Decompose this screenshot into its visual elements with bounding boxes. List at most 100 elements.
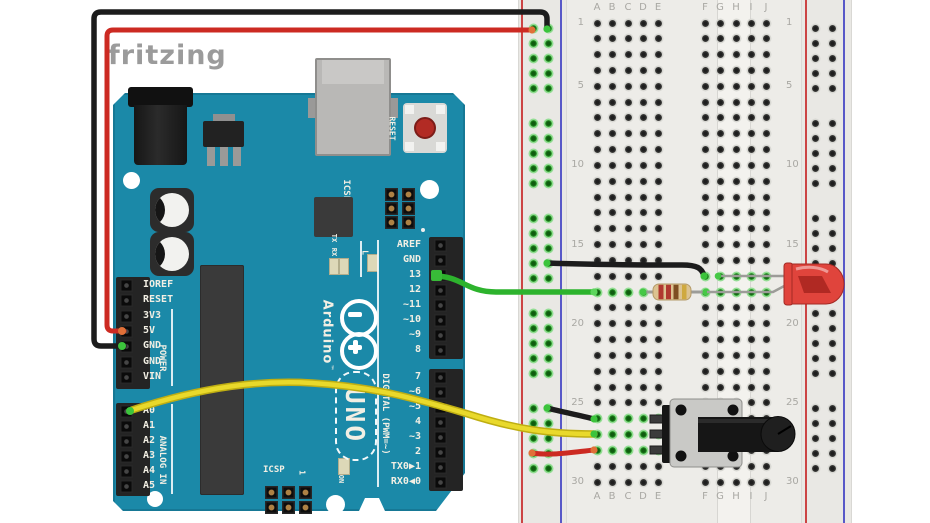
wire-black-rail-to-a26[interactable] [544,405,597,422]
breadboard-hole [716,177,724,185]
led[interactable] [707,262,845,306]
breadboard-hole-connected [544,69,552,77]
breadboard-hole [762,177,770,185]
breadboard-hole [747,367,755,375]
potentiometer[interactable] [649,398,796,468]
header-pin[interactable] [434,253,447,267]
reset-button-cap[interactable] [414,117,436,139]
header-pin[interactable] [385,188,398,201]
breadboard-hole [654,98,662,106]
breadboard-hole [593,209,601,217]
header-pin[interactable] [120,464,133,478]
header-pin[interactable] [120,309,133,323]
breadboard-hole [747,193,755,201]
breadboard-hole [828,259,836,267]
header-pin[interactable] [120,449,133,463]
header-pin[interactable] [434,415,447,429]
header-pin[interactable] [120,419,133,433]
breadboard-hole [654,351,662,359]
breadboard-hole [747,130,755,138]
header-pin[interactable] [120,434,133,448]
breadboard-hole [811,339,819,347]
wire-black-rail-to-f17[interactable] [544,260,707,279]
breadboard-hole-connected [544,354,552,362]
wire-red-5v-to-rail[interactable] [104,27,535,334]
header-pin[interactable] [434,445,447,459]
breadboard-hole [732,66,740,74]
breadboard-hole [639,383,647,391]
breadboard-hole [701,193,709,201]
header-pin[interactable] [434,298,447,312]
breadboard-hole-connected [624,446,632,454]
connection-dot [702,288,710,296]
uno-dashed-ring [335,371,377,461]
breadboard-hole-connected [529,354,537,362]
header-pin[interactable] [120,370,133,384]
header-pin[interactable] [434,328,447,342]
breadboard-hole-connected [529,164,537,172]
header-pin[interactable] [265,486,278,499]
header-pin[interactable] [434,370,447,384]
header-pin[interactable] [434,238,447,252]
resistor-band [673,284,679,300]
wire-yellow-a0-to-a27[interactable] [129,380,597,437]
header-pin[interactable] [120,355,133,369]
header-pin[interactable] [402,216,415,229]
pot-screw [727,450,739,462]
header-pin[interactable] [299,486,312,499]
header-pin[interactable] [282,486,295,499]
header-pin[interactable] [434,385,447,399]
breadboard-hole-connected [639,431,647,439]
breadboard-hole [608,161,616,169]
header-pin[interactable] [299,501,312,514]
breadboard-hole [593,35,601,43]
breadboard-hole-connected [544,214,552,222]
breadboard-hole [828,69,836,77]
header-pin[interactable] [434,343,447,357]
resistor[interactable] [639,283,710,301]
reset-button[interactable] [403,103,447,153]
header-pin[interactable] [402,202,415,215]
wire-black-gnd-to-rail[interactable] [91,9,550,349]
breadboard-hole [608,51,616,59]
breadboard-hole [747,209,755,217]
resistor-band [666,284,671,300]
header-pin[interactable] [265,501,278,514]
wires [91,9,707,457]
breadboard-hole [654,114,662,122]
breadboard-hole-connected [529,339,537,347]
header-pin[interactable] [434,460,447,474]
wire-red-rail-to-a28[interactable] [529,447,597,457]
header-pin[interactable] [385,216,398,229]
breadboard-hole-connected [529,309,537,317]
breadboard-hole [716,351,724,359]
pin-label: ~6 [408,386,421,397]
breadboard-hole-connected [529,69,537,77]
header-pin[interactable] [120,293,133,307]
header-pin[interactable] [434,313,447,327]
header-pin[interactable] [282,501,295,514]
breadboard-hole [828,464,836,472]
breadboard-hole [639,399,647,407]
header-pin[interactable] [402,188,415,201]
breadboard-hole [654,225,662,233]
breadboard-hole [828,449,836,457]
breadboard-hole [811,54,819,62]
breadboard-hole [732,114,740,122]
breadboard-hole [732,35,740,43]
header-pin[interactable] [434,283,447,297]
header-pin[interactable] [120,479,133,493]
header-pin[interactable] [385,202,398,215]
breadboard-hole [828,179,836,187]
wire-green-pin13-to-a18[interactable] [431,273,597,295]
breadboard-hole [624,35,632,43]
header-pin[interactable] [434,430,447,444]
header-pin[interactable] [434,475,447,489]
voltage-regulator [203,121,244,147]
breadboard-hole [716,98,724,106]
breadboard-hole-connected [529,419,537,427]
header-pin[interactable] [120,278,133,292]
breadboard-hole [639,241,647,249]
breadboard-hole [624,351,632,359]
breadboard-hole [747,351,755,359]
